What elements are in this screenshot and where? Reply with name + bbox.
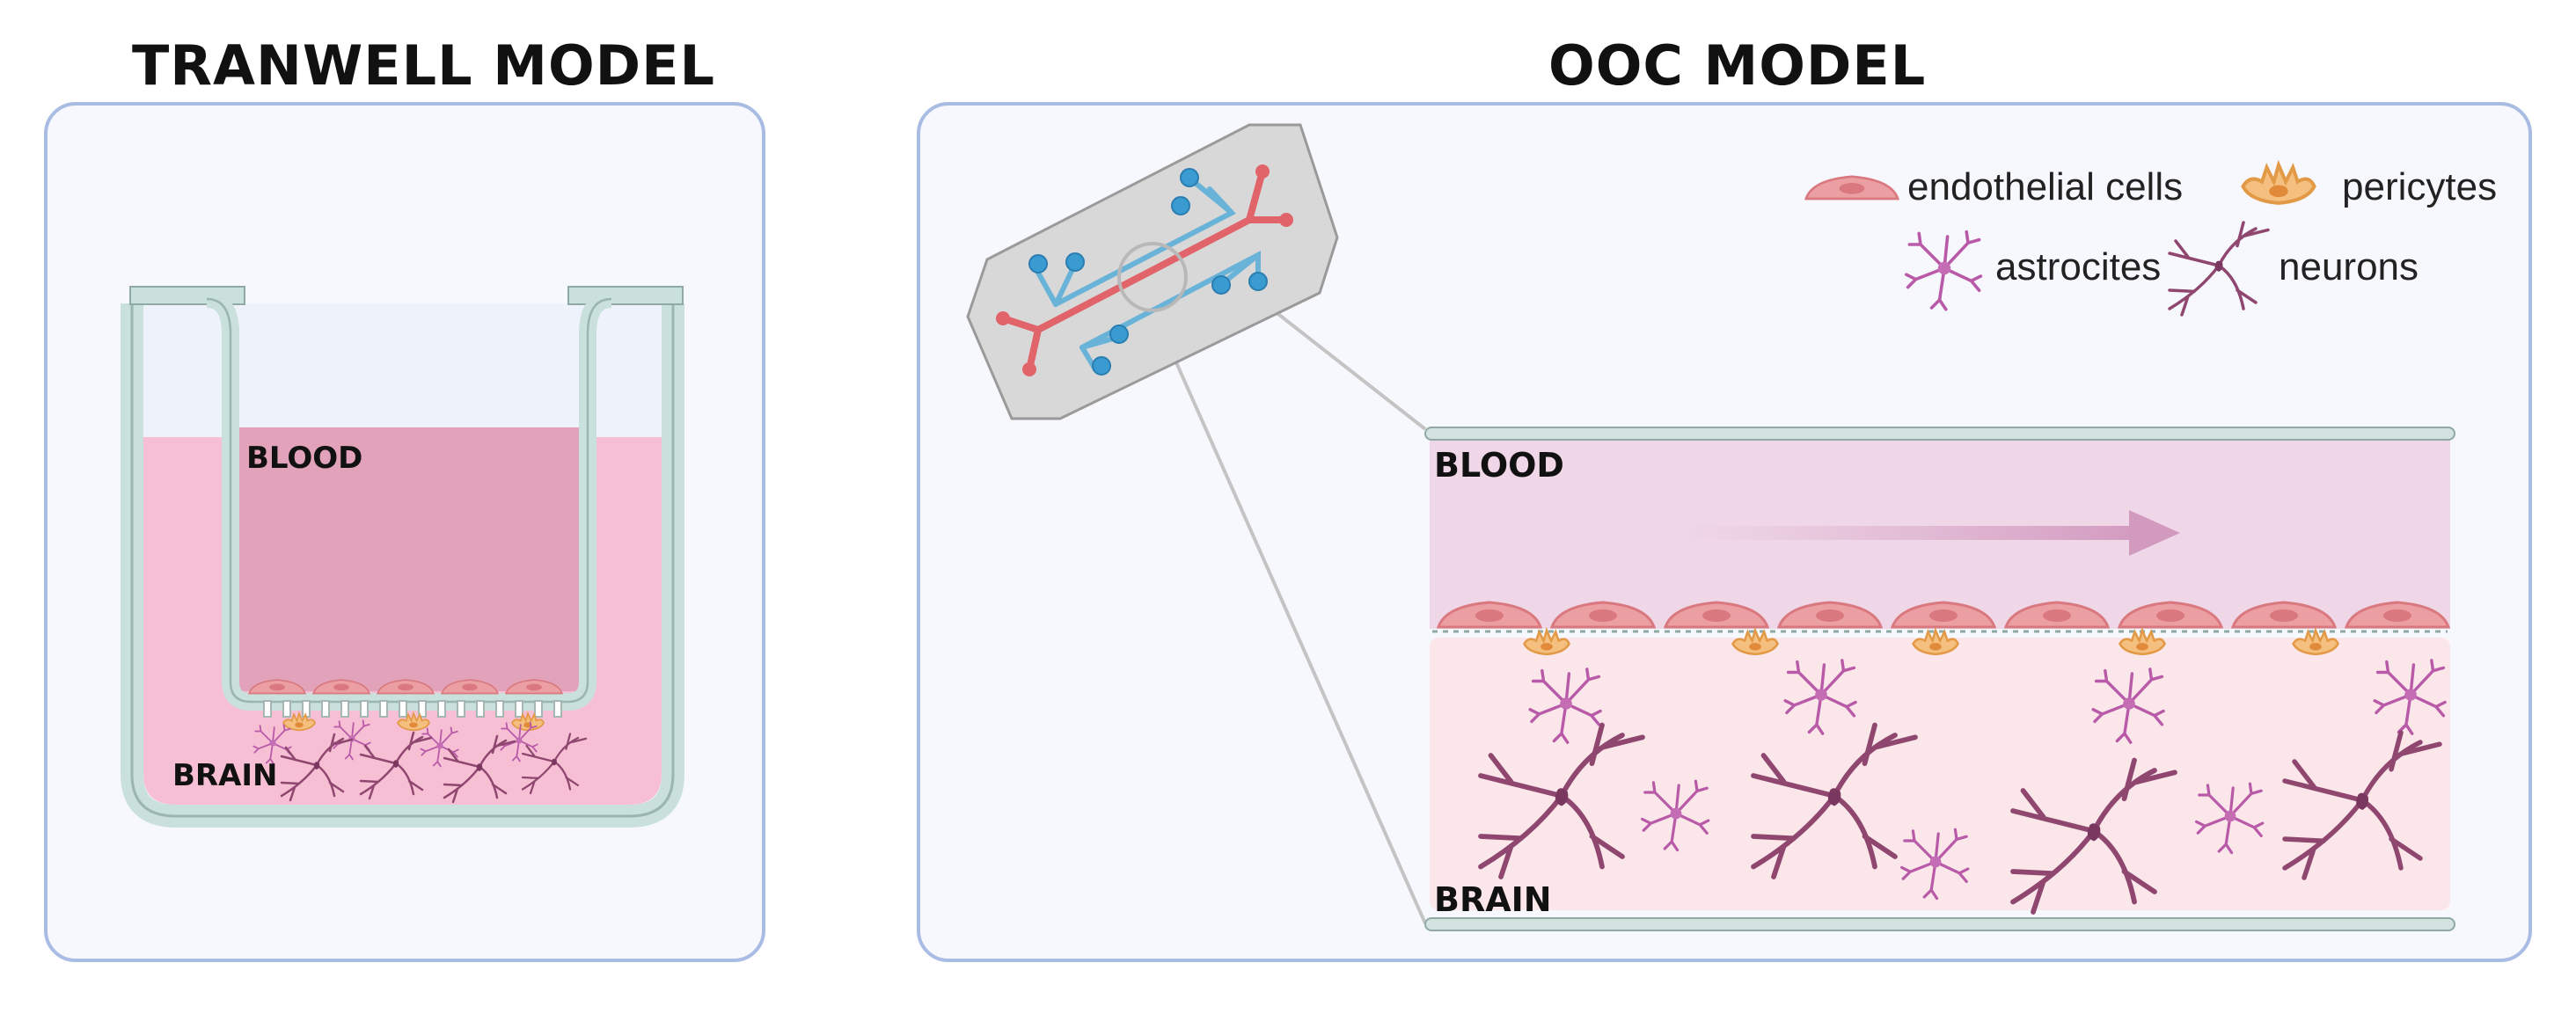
legend-astrocites-label: astrocites [1995,245,2161,288]
transwell-brain-label: BRAIN [172,758,278,793]
transwell-insert [206,290,612,804]
legend-pericytes-label: pericytes [2342,165,2497,208]
ooc-brain-label: BRAIN [1434,880,1552,919]
legend: endothelial cells pericytes astrocites n… [1804,165,2497,317]
ooc-channel-magnified [1424,427,2455,931]
transwell-blood-label: BLOOD [246,441,362,476]
ooc-blood-label: BLOOD [1434,446,1564,485]
ooc-endothelial-layer [1437,601,2450,629]
ooc-chip [966,123,1339,420]
legend-neurons-label: neurons [2279,245,2419,288]
ooc-title: OOC MODEL [1548,33,1927,98]
transwell-title: TRANWELL MODEL [132,33,715,98]
blood-flow-arrow [1680,510,2180,556]
legend-endothelial-label: endothelial cells [1907,165,2183,208]
